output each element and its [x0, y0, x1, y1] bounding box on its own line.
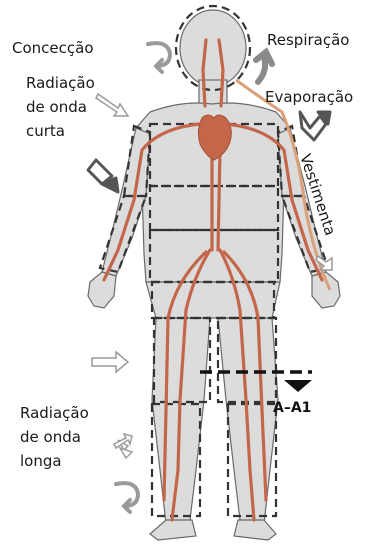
- left-leg-vessel: [170, 248, 212, 522]
- short-radiation-arrow-icon: [95, 92, 130, 117]
- heart: [197, 114, 232, 161]
- section-marker-icon: [284, 380, 312, 392]
- clothing-line: [235, 78, 332, 291]
- left-arm-vessel: [102, 122, 202, 282]
- long-radiation-arrow-icon: [91, 350, 130, 374]
- left-upper-arm-segment: [122, 124, 152, 198]
- head: [179, 9, 247, 87]
- right-hand: [311, 271, 341, 309]
- head-vessel-left: [201, 38, 208, 108]
- label-respiration: Respiração: [267, 31, 349, 49]
- respiration-arrow-icon: [253, 47, 275, 85]
- scatter-arrow-icon: [112, 432, 134, 460]
- head-segment: [174, 4, 252, 92]
- left-thigh-segment: [152, 316, 212, 404]
- left-leg-vessel-2: [162, 250, 208, 502]
- label-radiation-short-2: de onda: [26, 98, 87, 116]
- label-evaporation: Evaporação: [265, 88, 353, 106]
- vena-cava: [216, 148, 222, 252]
- convection-lower-arrow-icon: [114, 481, 141, 514]
- vascular-system: [102, 38, 324, 522]
- left-forearm-segment: [98, 194, 148, 274]
- convection-arrow-icon: [146, 41, 173, 74]
- clothing-arrow-icon: [315, 254, 333, 271]
- segment-outlines: [98, 4, 330, 518]
- right-upper-arm-segment: [276, 124, 306, 198]
- head-vessel-right: [217, 38, 225, 108]
- left-hand: [87, 271, 117, 309]
- label-radiation-long-3: longa: [20, 452, 62, 470]
- right-leg-vessel-2: [222, 250, 268, 502]
- label-section: A–A1: [273, 400, 311, 416]
- right-arm-vessel: [224, 122, 324, 282]
- chest-segment: [148, 122, 280, 188]
- label-radiation-short-1: Radiação: [26, 74, 95, 92]
- right-shin-segment: [226, 402, 278, 518]
- right-foot: [233, 519, 277, 541]
- label-radiation-long-1: Radiação: [20, 404, 89, 422]
- label-convection: Concecção: [12, 39, 94, 57]
- pelvis: [145, 281, 281, 319]
- right-forearm-segment: [280, 194, 330, 274]
- label-radiation-long-2: de onda: [20, 428, 81, 446]
- left-shin-segment: [150, 402, 202, 518]
- evaporation-arrow-icon: [298, 110, 332, 142]
- label-radiation-short-3: curta: [26, 122, 65, 140]
- abdomen-segment: [148, 184, 280, 232]
- right-leg-vessel: [218, 248, 256, 522]
- heat-loss-arrow-icon: [86, 158, 120, 194]
- left-foot: [149, 519, 197, 541]
